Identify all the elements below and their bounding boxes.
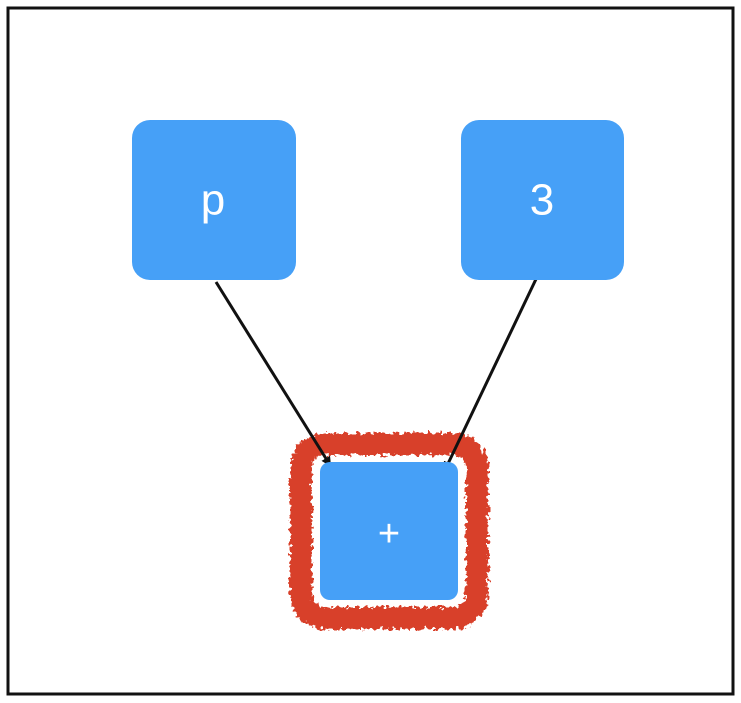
node-three-label: 3 <box>530 176 554 225</box>
node-plus: + <box>320 462 458 600</box>
node-p-label: p <box>201 176 225 225</box>
edge-p-to-plus <box>214 281 332 467</box>
edge-3-to-plus <box>443 276 539 472</box>
node-three-box <box>461 120 624 280</box>
highlight-outline <box>290 433 488 629</box>
node-plus-label: + <box>378 513 400 555</box>
node-p: p <box>132 120 296 280</box>
node-plus-box <box>320 462 458 600</box>
node-three: 3 <box>461 120 624 280</box>
node-p-box <box>132 120 296 280</box>
